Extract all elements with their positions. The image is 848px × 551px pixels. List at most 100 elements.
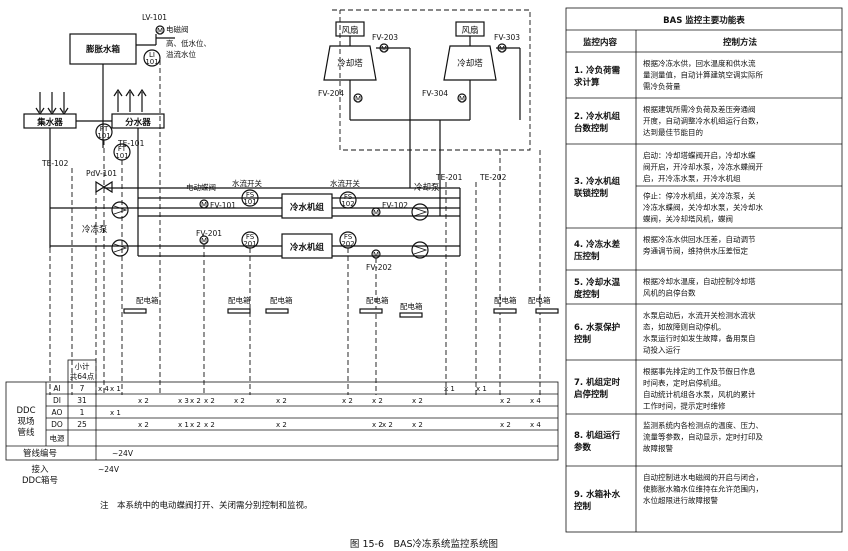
v24-2: ~24V	[98, 465, 120, 474]
fs101-icon	[241, 189, 259, 207]
li101-bottom: 101	[145, 58, 158, 66]
func-row-2-method-line: 达到最佳节能目的	[643, 127, 703, 137]
fv201-label: FV-201	[196, 229, 222, 238]
fv202-motor-letter: M	[373, 251, 379, 259]
chw-pump-2-icon	[111, 239, 129, 257]
panel-label-1: 配电箱	[136, 295, 159, 305]
fs102-bottom: 102	[341, 200, 354, 208]
func-row-3-content: 3. 冷水机组	[574, 176, 621, 187]
fs202-top: FS	[344, 233, 353, 241]
fs101-bottom: 101	[243, 198, 256, 206]
flow-switch-label-1: 水流开关	[232, 178, 262, 188]
func-row-3-method-line: 阀开启，开冷却水泵，冷冻水蝶阀开	[643, 162, 763, 172]
li101-top: LI	[149, 51, 155, 59]
expansion-tank-label: 膨胀水箱	[85, 44, 121, 55]
collector-label: 集水器	[36, 117, 63, 128]
func-row-5-content: 5. 冷却水温	[574, 277, 621, 288]
mark: x 2	[138, 421, 149, 429]
io-table: 小计 共64点 DDC 现场 管线 AI DI AO DO 电源 7 31 1 …	[5, 359, 559, 486]
distributor-label: 分水器	[125, 117, 151, 128]
panel-label-7: 配电箱	[528, 295, 551, 305]
func-row-8-method-line: 流量等参数，自动显示，定时打印及	[643, 432, 763, 442]
fv102-motor-icon	[371, 207, 381, 217]
pdv101-valve-icon	[95, 180, 113, 194]
di-count: 31	[77, 396, 87, 405]
mark: x 2	[412, 421, 423, 429]
pt101-top: PT	[100, 125, 109, 133]
fs101-top: FS	[246, 191, 255, 199]
fv304-motor-icon	[457, 93, 467, 103]
power-label: 电源	[50, 433, 65, 443]
fv101-motor-letter: M	[201, 201, 207, 209]
cw-pump-1-icon	[411, 203, 429, 221]
func-row-7-method-line: 时间表，定时启停机组。	[643, 378, 726, 388]
func-row-3-content: 联锁控制	[574, 188, 609, 199]
cw-pump-label: 冷却泵	[414, 182, 440, 193]
fv204-motor-icon	[353, 93, 363, 103]
v24-1: ~24V	[112, 449, 134, 458]
cooling-tower-1-shape	[323, 45, 377, 81]
func-row-3-method-line: 蝶阀，关冷却塔风机，蝶阀	[643, 214, 733, 224]
chw-arrows	[35, 88, 147, 116]
fv304-motor-letter: M	[459, 95, 465, 103]
func-row-1-content: 求计算	[574, 77, 600, 88]
func-row-5-method-line: 根据冷却水温度，自动控制冷却塔	[643, 276, 756, 286]
chiller-2-box	[281, 233, 333, 259]
panel-label-5: 配电箱	[400, 301, 423, 311]
panel-6-icon	[493, 308, 517, 314]
mark: x 2	[372, 421, 383, 429]
func-table-title: BAS 监控主要功能表	[663, 15, 745, 26]
func-row-8-method-line: 故障报警	[643, 443, 673, 453]
chw-pump-1-icon	[111, 201, 129, 219]
ddc-no-label-2: DDC箱号	[22, 475, 58, 486]
fv101-label: FV-101	[210, 201, 236, 210]
lv101-motor-letter: M	[157, 27, 163, 35]
do-label: DO	[51, 420, 63, 429]
mark: x 1	[110, 385, 121, 393]
ddc-no-label-1: 接入	[31, 464, 49, 475]
fv204-motor-letter: M	[355, 95, 361, 103]
func-col1-header: 监控内容	[583, 37, 618, 48]
func-row-3-method-line: 启动：冷却塔蝶阀开启，冷却水蝶	[643, 150, 756, 160]
func-row-4-content: 压控制	[574, 251, 600, 262]
func-row-8-content: 参数	[574, 442, 592, 453]
mark: x 2	[204, 421, 215, 429]
fv101-motor-icon	[199, 199, 209, 209]
func-row-7-content: 7. 机组定时	[574, 377, 621, 388]
figure-caption: 图 15-6 BAS冷冻系统监控系统图	[350, 538, 498, 550]
func-row-4-method-line: 根据冷冻水供回水压差，自动调节	[643, 234, 756, 244]
func-row-6-method-line: 动投入运行	[643, 345, 681, 355]
mark: x 2	[372, 397, 383, 405]
li101-instrument-icon	[143, 49, 161, 67]
mark: x 3	[178, 397, 189, 405]
level-note-2: 溢流水位	[166, 49, 196, 59]
fs102-top: FS	[344, 193, 353, 201]
lv101-motor-icon	[155, 25, 165, 35]
mark: x 2	[204, 397, 215, 405]
fv304-label: FV-304	[422, 89, 448, 98]
fv202-label: FV-202	[366, 263, 392, 272]
func-row-9-content: 9. 水箱补水	[574, 489, 621, 500]
func-row-1-content: 1. 冷负荷需	[574, 65, 621, 76]
fv102-label: FV-102	[382, 201, 408, 210]
func-row-1-method-line: 根据冷冻水供，回水温度和供水流	[643, 58, 756, 68]
func-row-1-method-line: 量测量值，自动计算建筑空调实际所	[643, 70, 763, 80]
ft101-bottom: 101	[115, 152, 128, 160]
func-row-5-method-line: 风机的启停台数	[643, 288, 696, 298]
func-row-1-method-line: 需冷负荷量	[643, 81, 681, 91]
mark: x 4	[530, 397, 541, 405]
fv102-motor-letter: M	[373, 209, 379, 217]
fv203-motor-letter: M	[381, 45, 387, 53]
mark: x 1	[110, 409, 121, 417]
ddc-label-2: 现场	[17, 417, 34, 427]
func-row-6-method-line: 水泵运行时如发生故障，备用泵自	[643, 333, 756, 343]
fv303-motor-letter: M	[499, 45, 505, 53]
fv303-label: FV-303	[494, 33, 520, 42]
func-row-8-content: 8. 机组运行	[574, 430, 621, 441]
mark: x 2	[276, 397, 287, 405]
mark: x 2	[138, 397, 149, 405]
subtotal-1: 小计	[75, 361, 90, 371]
panel-label-3: 配电箱	[270, 295, 293, 305]
mark: x 1	[444, 385, 455, 393]
